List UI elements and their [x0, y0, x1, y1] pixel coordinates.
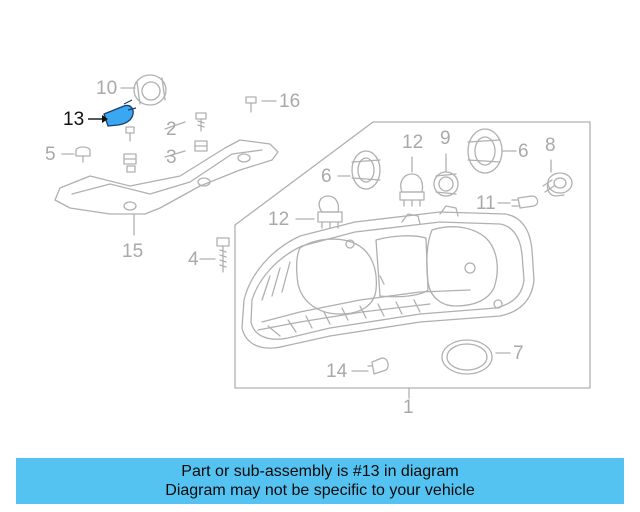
arrow-head-13 — [102, 115, 108, 123]
parts-diagram — [54, 74, 591, 399]
wedge-bulb-part-11[interactable] — [511, 195, 539, 209]
bulb-part-12[interactable] — [317, 173, 425, 229]
gasket-ring-part-7[interactable] — [441, 339, 493, 375]
headlamp-housing[interactable] — [241, 205, 535, 349]
highlighted-bulb-part-13[interactable] — [103, 99, 137, 127]
bulb-part-14[interactable] — [367, 357, 389, 375]
callout-15: 15 — [122, 241, 144, 262]
bulb-socket-part-9[interactable] — [433, 171, 459, 197]
callout-11: 11 — [476, 193, 496, 214]
callout-12-top: 12 — [402, 132, 424, 153]
callout-3: 3 — [166, 147, 177, 168]
clip-part-5[interactable] — [75, 146, 91, 163]
mounting-bracket-part-15[interactable] — [54, 139, 279, 236]
callout-12-left: 12 — [268, 209, 290, 230]
banner-line-2: Diagram may not be specific to your vehi… — [165, 482, 475, 499]
grommet-part-10[interactable] — [133, 74, 167, 106]
socket-part-8[interactable] — [542, 172, 573, 197]
callout-13[interactable]: 13 — [63, 109, 85, 130]
callout-14: 14 — [326, 361, 348, 382]
callout-2: 2 — [166, 119, 177, 140]
headlamp-assembly-box — [234, 121, 591, 399]
info-banner: Part or sub-assembly is #13 in diagram D… — [16, 458, 624, 504]
callout-8: 8 — [545, 135, 556, 156]
banner-line-1: Part or sub-assembly is #13 in diagram — [181, 463, 459, 480]
screw-part-16[interactable] — [245, 96, 257, 113]
bolt-part-2[interactable] — [125, 112, 207, 142]
callout-6-right: 6 — [518, 141, 529, 162]
callout-9: 9 — [440, 128, 451, 149]
nut-part-3[interactable] — [123, 140, 208, 173]
callout-6-left: 6 — [321, 166, 332, 187]
leader-lines — [61, 87, 552, 372]
callout-16: 16 — [279, 91, 301, 112]
bulb-cap-part-6[interactable] — [351, 128, 503, 190]
callout-5: 5 — [45, 144, 56, 165]
callout-1: 1 — [403, 397, 414, 418]
callout-10: 10 — [96, 78, 118, 99]
callout-7: 7 — [513, 343, 524, 364]
callout-4: 4 — [188, 249, 199, 270]
bolt-part-4[interactable] — [216, 237, 230, 273]
